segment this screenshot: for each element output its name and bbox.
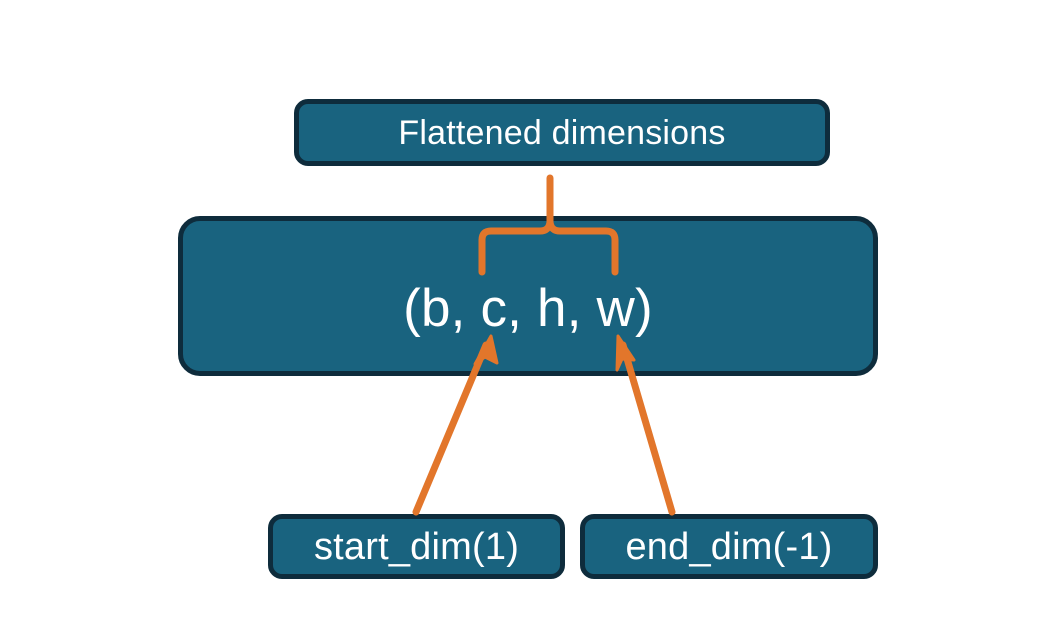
start-dim-box: start_dim(1): [268, 514, 565, 579]
start-dim-label: start_dim(1): [313, 525, 520, 568]
tensor-shape-box: (b, c, h, w): [178, 216, 878, 376]
flattened-dimensions-box: Flattened dimensions: [294, 99, 830, 166]
flattened-dimensions-label: Flattened dimensions: [398, 113, 726, 152]
tensor-shape-label: (b, c, h, w): [403, 278, 653, 338]
end-dim-box: end_dim(-1): [580, 514, 878, 579]
end-dim-label: end_dim(-1): [625, 525, 833, 568]
